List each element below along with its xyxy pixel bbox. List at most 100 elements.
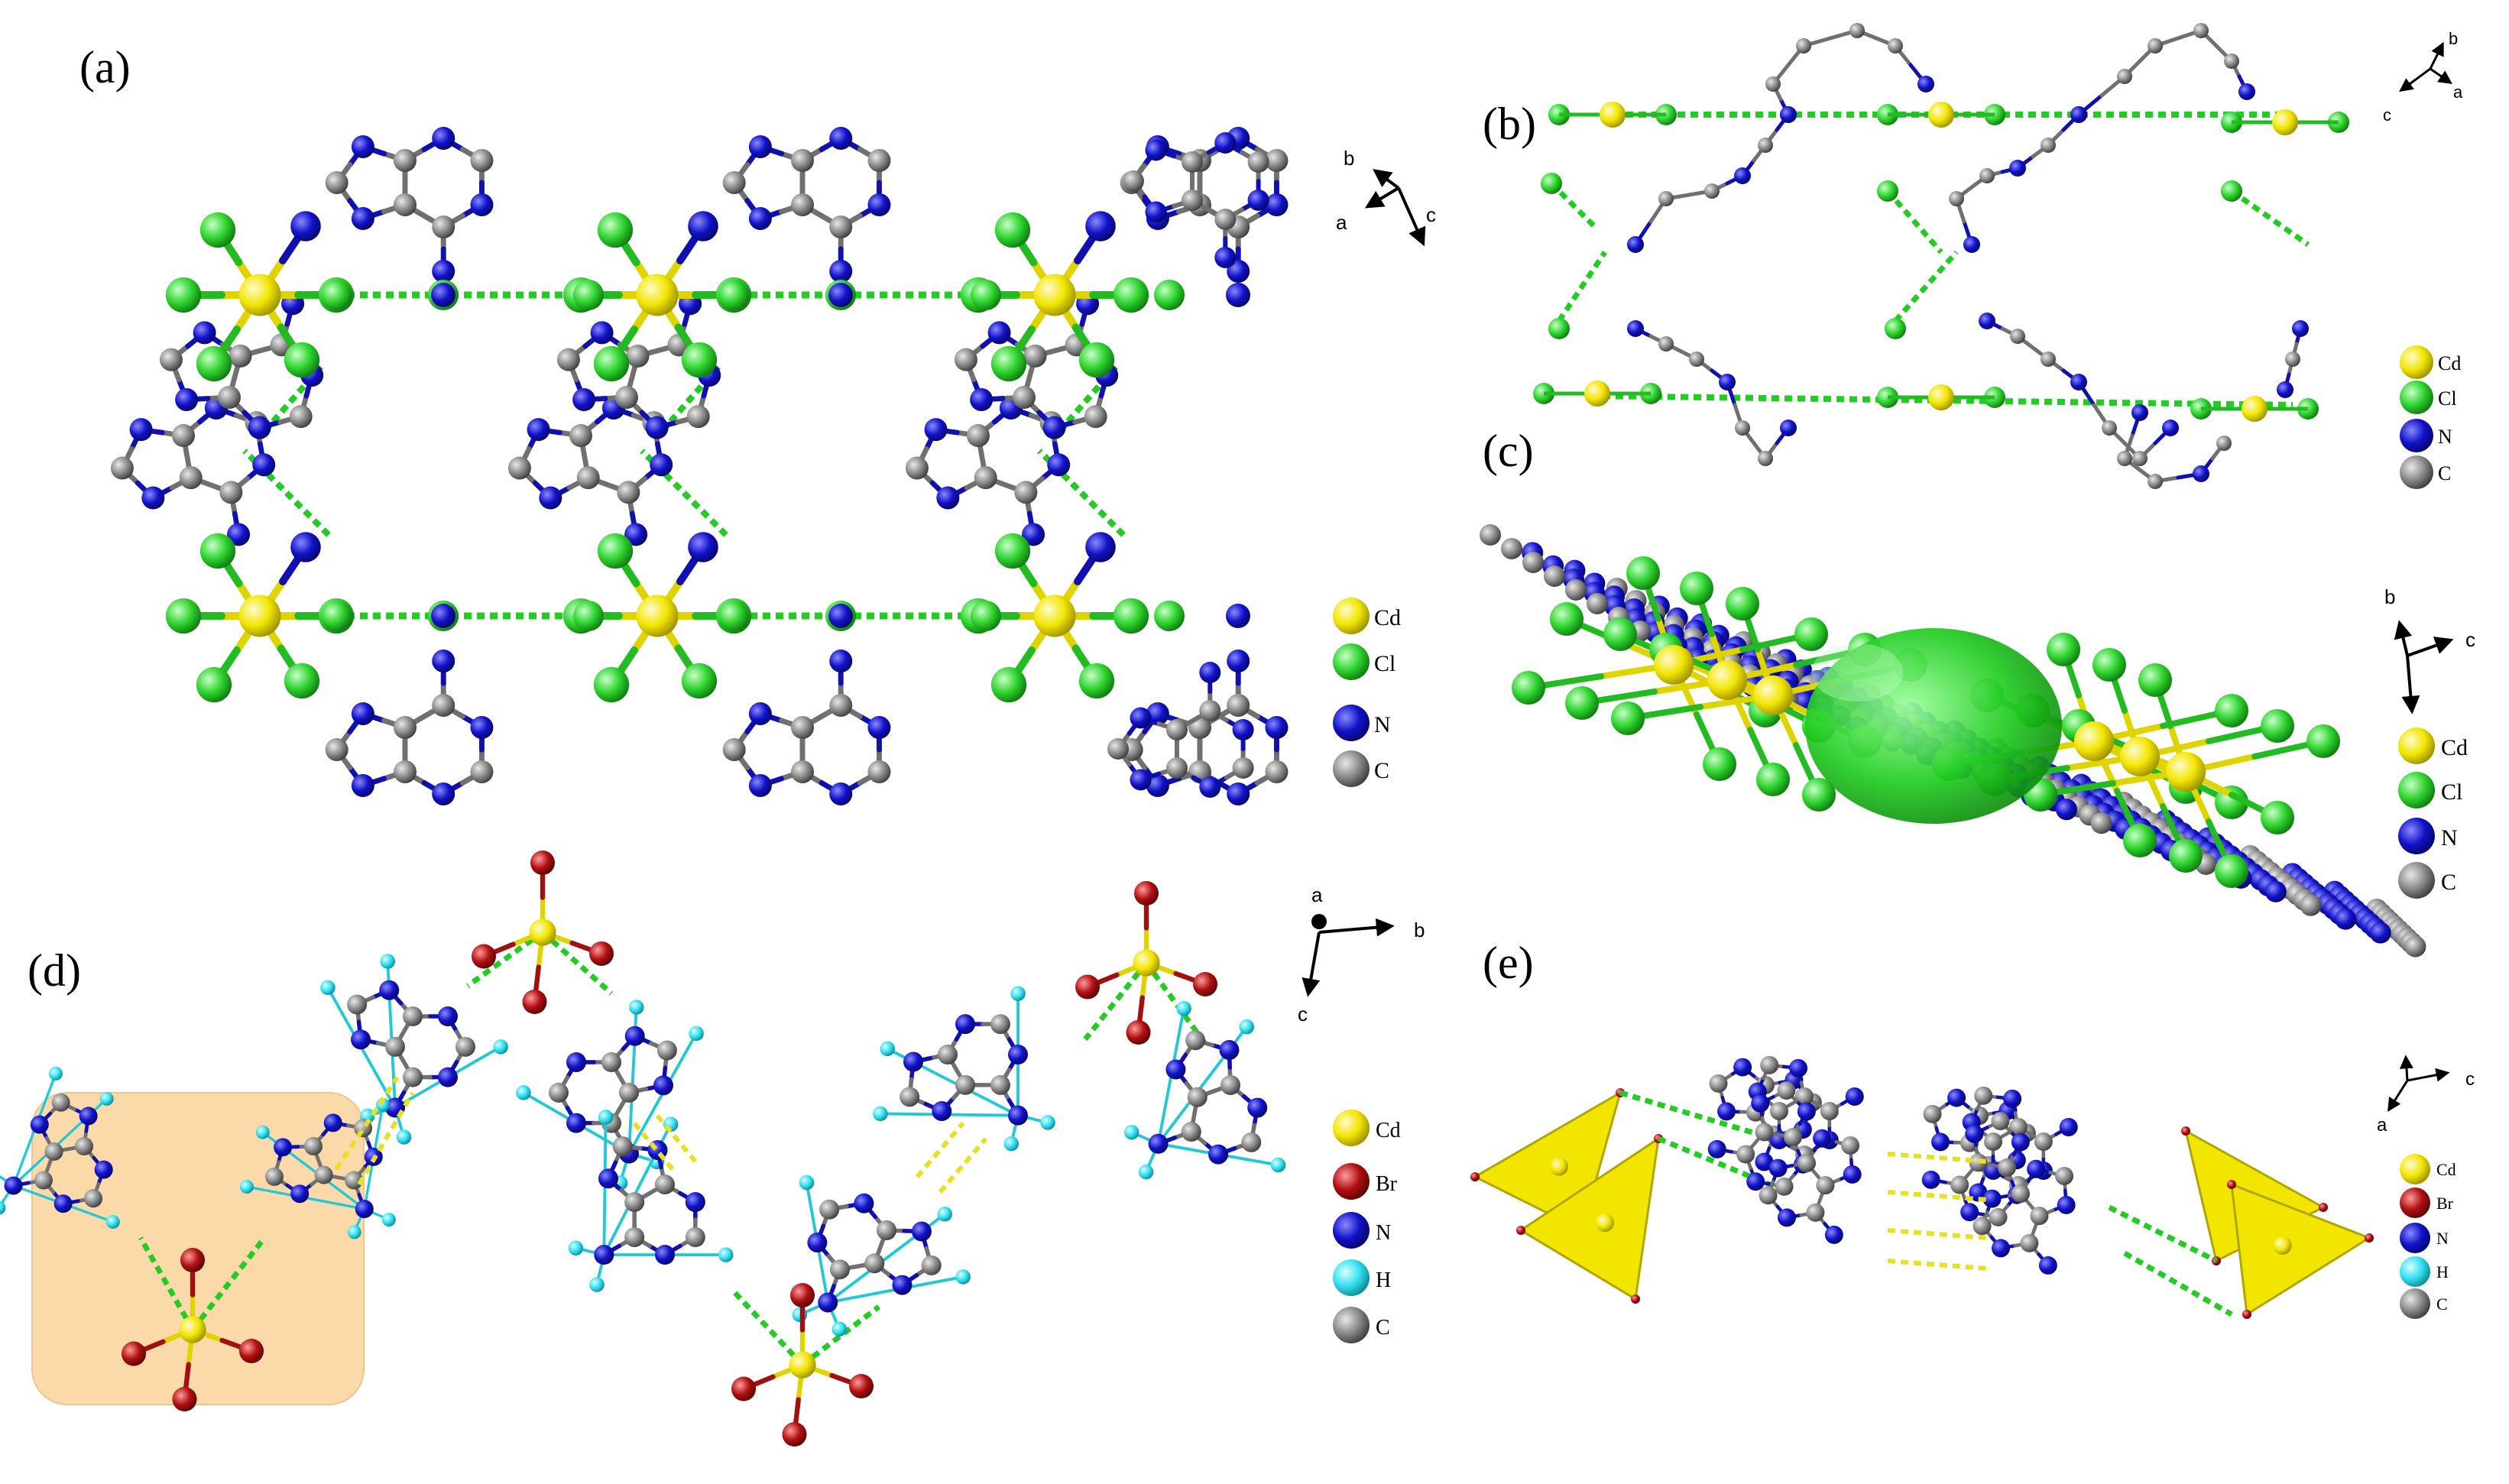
n-atom (351, 206, 374, 230)
c-atom (576, 466, 600, 490)
c-atom (990, 1074, 1010, 1095)
n-atom (1208, 1144, 1229, 1165)
hydrogen-bond (2229, 189, 2310, 247)
cl-atom (1541, 173, 1562, 194)
n-atom (924, 418, 948, 442)
cl-atom (2215, 786, 2248, 819)
cl-atom (321, 280, 352, 310)
c-atom (722, 738, 746, 761)
br-atom (731, 1376, 756, 1401)
cl-atom (990, 345, 1027, 382)
cl-atom (994, 533, 1031, 569)
c-atom (1923, 1104, 1942, 1123)
n-atom (1755, 1152, 1774, 1171)
n-atom (175, 387, 199, 411)
c-atom (1777, 1081, 1796, 1100)
hydrogen-bond (1549, 181, 1600, 232)
n-atom (970, 387, 994, 411)
c-atom (1841, 1136, 1860, 1155)
n-atom (1965, 1124, 1984, 1143)
n-atom (1265, 716, 1289, 739)
cl-atom (1885, 318, 1906, 339)
cl-atom (284, 342, 320, 378)
c-atom (432, 215, 455, 238)
n-atom (594, 1244, 614, 1265)
n-atom (1963, 236, 1980, 253)
h-atom (1003, 1136, 1019, 1152)
legend-e: Cd Br N H C (2400, 1154, 2456, 1319)
n-atom (1214, 247, 1237, 268)
n-atom (290, 1184, 310, 1204)
axes-b (2399, 41, 2452, 92)
c-atom (1784, 1128, 1802, 1146)
h-atom (1123, 1124, 1139, 1140)
void-highlight (1811, 643, 1903, 701)
h-atom (937, 1207, 952, 1222)
n-atom (2131, 404, 2148, 421)
c-atom (75, 1137, 93, 1155)
n-atom (1227, 783, 1250, 805)
panel-b-label: (b) (1483, 99, 1536, 149)
cd-atom (2272, 109, 2298, 135)
cl-atom (1726, 587, 1759, 620)
cd-atom (1596, 1213, 1614, 1232)
c-atom (1770, 1102, 1788, 1120)
c-atom (1794, 1087, 1814, 1106)
c-atom (219, 481, 243, 504)
n-atom (867, 716, 891, 739)
n-atom (1780, 420, 1797, 436)
h-atom (880, 1041, 895, 1057)
panel-d-label: (d) (28, 945, 81, 996)
c-atom (1991, 1112, 2010, 1131)
legend-a-n: N (1374, 712, 1391, 737)
c-atom (1247, 151, 1269, 173)
cl-atom (1802, 778, 1836, 812)
legend-b-cd: Cd (2438, 352, 2461, 374)
n-atom (193, 321, 216, 345)
cl-atom (1603, 617, 1637, 651)
c-atom (2090, 812, 2112, 834)
hydrogen-bond (1037, 449, 1126, 537)
cl-atom (1154, 601, 1185, 631)
cd-atom (238, 274, 281, 316)
c-atom (2011, 1184, 2030, 1203)
hydrogen-bond (938, 1137, 988, 1194)
c-atom (1849, 23, 1865, 38)
c-atom (110, 456, 134, 480)
h-atom (516, 1085, 531, 1100)
c-atom (1480, 524, 1501, 546)
h-atom (99, 1091, 114, 1106)
axes-a (1364, 169, 1426, 247)
c-atom (325, 738, 348, 761)
n-atom (1047, 453, 1071, 477)
c-atom (1199, 700, 1221, 721)
h-atom (873, 1106, 888, 1122)
c-atom (1806, 1203, 1825, 1222)
n-atom (527, 418, 550, 442)
c-atom (864, 1253, 885, 1274)
h-atom (689, 1026, 704, 1042)
br-atom (2319, 1203, 2328, 1212)
n-atom (1733, 1058, 1752, 1077)
br-atom (1126, 1020, 1151, 1045)
c-atom (656, 1040, 677, 1061)
n-atom (1768, 1158, 1788, 1178)
n-atom (470, 716, 494, 739)
n-atom (1219, 1040, 1240, 1061)
c-atom (955, 1074, 975, 1095)
n-atom (227, 523, 251, 546)
n-atom (650, 453, 673, 477)
legend-b-cd-swatch (2400, 345, 2433, 379)
n-atom (1746, 1172, 1765, 1191)
n-atom (1130, 769, 1152, 791)
n-atom (1979, 313, 1995, 329)
legend-a-n-swatch (1333, 705, 1370, 741)
cl-atom (2047, 633, 2080, 666)
c-atom (1166, 757, 1188, 779)
legend-d-br: Br (1376, 1172, 1398, 1196)
axes-b-b: b (2449, 29, 2458, 48)
hydrogen-bond (465, 930, 545, 988)
h-atom (568, 1240, 584, 1256)
cd-atom (238, 595, 281, 637)
